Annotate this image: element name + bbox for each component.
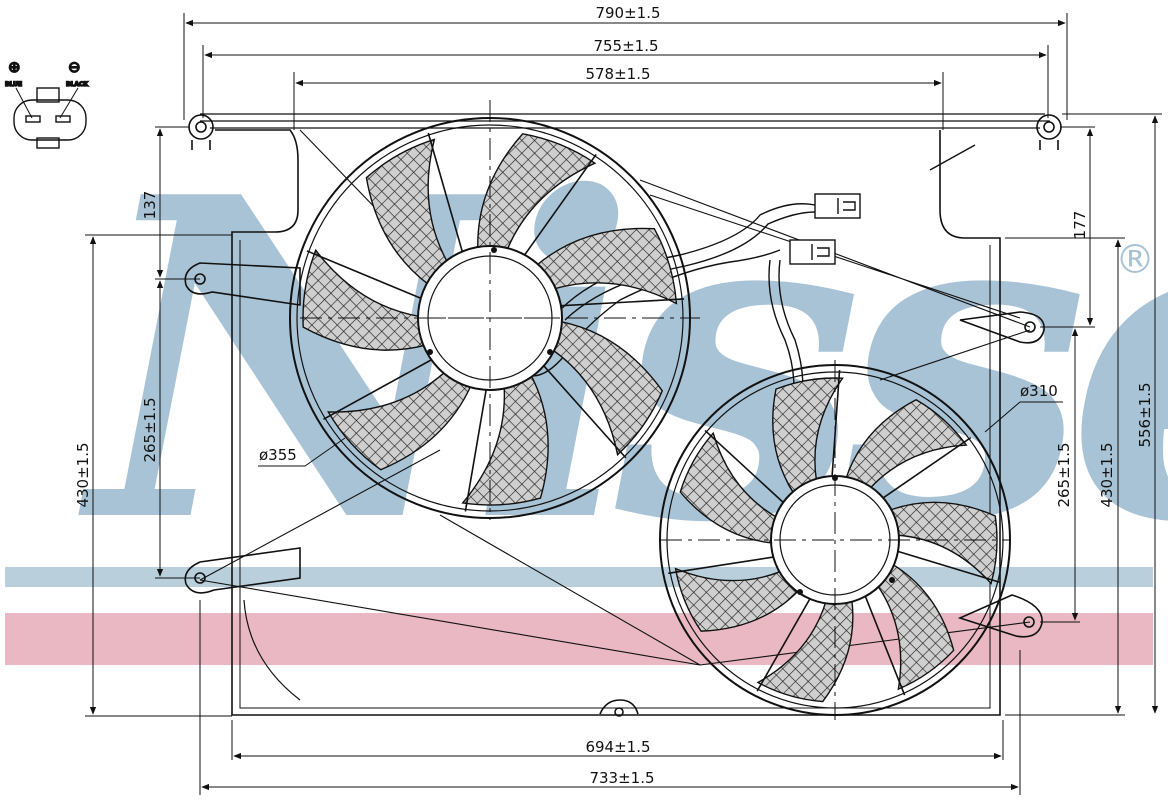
fan-left-blade: [327, 370, 472, 471]
dim-right-top-offset: 177: [1071, 211, 1089, 240]
fan-left-blade: [461, 373, 549, 506]
fan-left-blade: [551, 320, 664, 457]
mount-tab-left-lower: [184, 547, 301, 594]
fan-right-blades: [668, 370, 1000, 703]
fan-left-spoke: [464, 385, 488, 512]
fan-right-spoke: [831, 370, 841, 481]
fan-left-spoke: [306, 250, 425, 301]
bottom-clip: [599, 699, 639, 715]
fan-left-blade: [365, 138, 449, 286]
fan-right-blade: [756, 598, 854, 703]
registered-mark: ®: [1115, 237, 1155, 283]
fan-left-spoke: [540, 362, 627, 459]
connector-detail: ⊕ ⊖ BLUE BLACK: [4, 57, 89, 149]
fan-right-spoke: [668, 555, 778, 575]
dimension-lines: [85, 13, 1162, 795]
fan-left-spoke: [427, 132, 465, 256]
dim-right-mount-spacing: 265±1.5: [1055, 442, 1073, 507]
minus-terminal-symbol: ⊖: [68, 58, 81, 76]
fan-right-spoke: [879, 436, 972, 501]
fan-right: [659, 360, 1011, 720]
fan-left-blades: [302, 132, 685, 512]
mount-tab-right-upper: [959, 311, 1045, 344]
shroud-frame: [184, 113, 1062, 717]
fan-right-diameter: ø310: [1020, 382, 1058, 400]
fan-right-blade: [844, 398, 968, 490]
fan-left-spoke: [556, 298, 685, 307]
dim-left-height: 430±1.5: [74, 442, 92, 507]
dim-left-top-offset: 137: [141, 191, 159, 220]
fan-left-spoke: [521, 153, 597, 259]
pin1-label: BLUE: [5, 81, 22, 88]
fan-right-spoke: [863, 592, 906, 696]
mount-tab-left-upper: [184, 262, 301, 306]
fan-right-spoke: [704, 429, 787, 506]
fan-left-blade: [535, 227, 678, 305]
fan-right-blade: [888, 501, 998, 585]
dim-top-overall: 790±1.5: [595, 4, 660, 22]
dimension-labels: 790±1.5 755±1.5 578±1.5 694±1.5 733±1.5 …: [74, 4, 1154, 787]
fan-left-blade: [302, 248, 427, 351]
fan-right-blade: [679, 431, 778, 544]
fan-right-blade: [772, 377, 844, 495]
fan-right-blade: [674, 567, 800, 632]
fan-right-spoke: [893, 549, 1000, 584]
dim-left-mount-spacing: 265±1.5: [141, 397, 159, 462]
dim-bottom-inner: 694±1.5: [585, 738, 650, 756]
dim-top-fan-span: 578±1.5: [585, 65, 650, 83]
pin2-label: BLACK: [66, 81, 88, 88]
plus-terminal-symbol: ⊕: [8, 58, 21, 76]
fan-left: [289, 100, 700, 520]
dim-right-height: 430±1.5: [1098, 442, 1116, 507]
watermark-band-pink: [5, 613, 1153, 665]
mount-tab-right-lower: [957, 594, 1043, 638]
dim-top-mounts: 755±1.5: [593, 37, 658, 55]
fan-right-blade: [876, 563, 955, 691]
dim-bottom-outer: 733±1.5: [589, 769, 654, 787]
dim-right-overall: 556±1.5: [1136, 382, 1154, 447]
fan-left-diameter: ø355: [259, 446, 297, 464]
connector-body: [13, 99, 87, 141]
fan-left-spoke: [323, 357, 436, 421]
fan-left-blade: [477, 133, 597, 251]
fan-right-spoke: [756, 594, 813, 692]
